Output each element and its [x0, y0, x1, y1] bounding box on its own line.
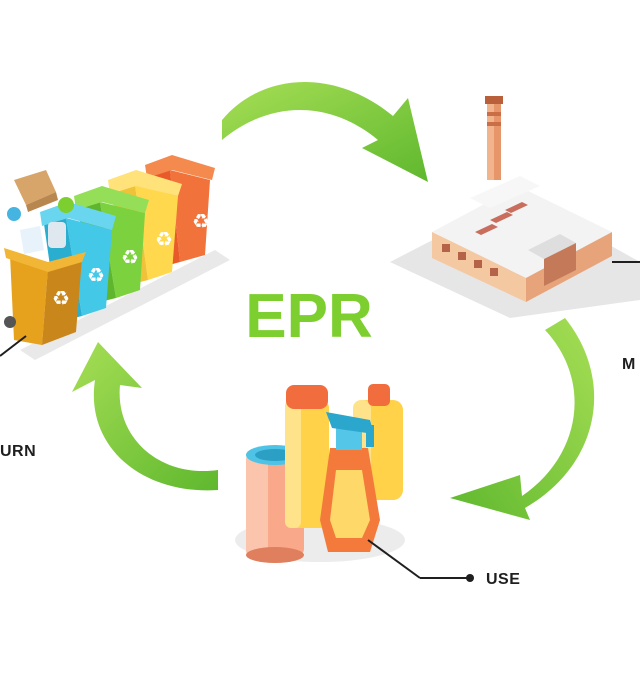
return-leader-line — [0, 335, 27, 357]
svg-text:♻: ♻ — [121, 245, 139, 269]
bin-overflow: ♻ — [4, 170, 86, 345]
label-use: USE — [486, 571, 520, 588]
svg-text:♻: ♻ — [192, 209, 210, 233]
svg-text:♻: ♻ — [87, 263, 105, 287]
cycle-arrow-icon — [72, 342, 218, 491]
epr-title: EPR — [245, 282, 372, 351]
cycle-arrows — [72, 81, 595, 520]
label-return: URN — [0, 443, 36, 460]
cycle-arrow-icon — [222, 81, 428, 182]
svg-text:♻: ♻ — [155, 227, 173, 251]
use-leader-line — [367, 539, 421, 579]
factory-icon — [390, 96, 640, 318]
tall-bottle — [285, 385, 329, 528]
recycling-bins-icon: ♻ ♻ ♻ ♻ ♻ — [0, 155, 230, 360]
label-manufacture: M — [622, 356, 636, 373]
products-icon — [235, 384, 474, 582]
cycle-arrow-icon — [450, 318, 595, 520]
spray-bottle — [320, 412, 380, 552]
svg-text:♻: ♻ — [52, 286, 70, 310]
use-leader-dot — [466, 574, 474, 582]
